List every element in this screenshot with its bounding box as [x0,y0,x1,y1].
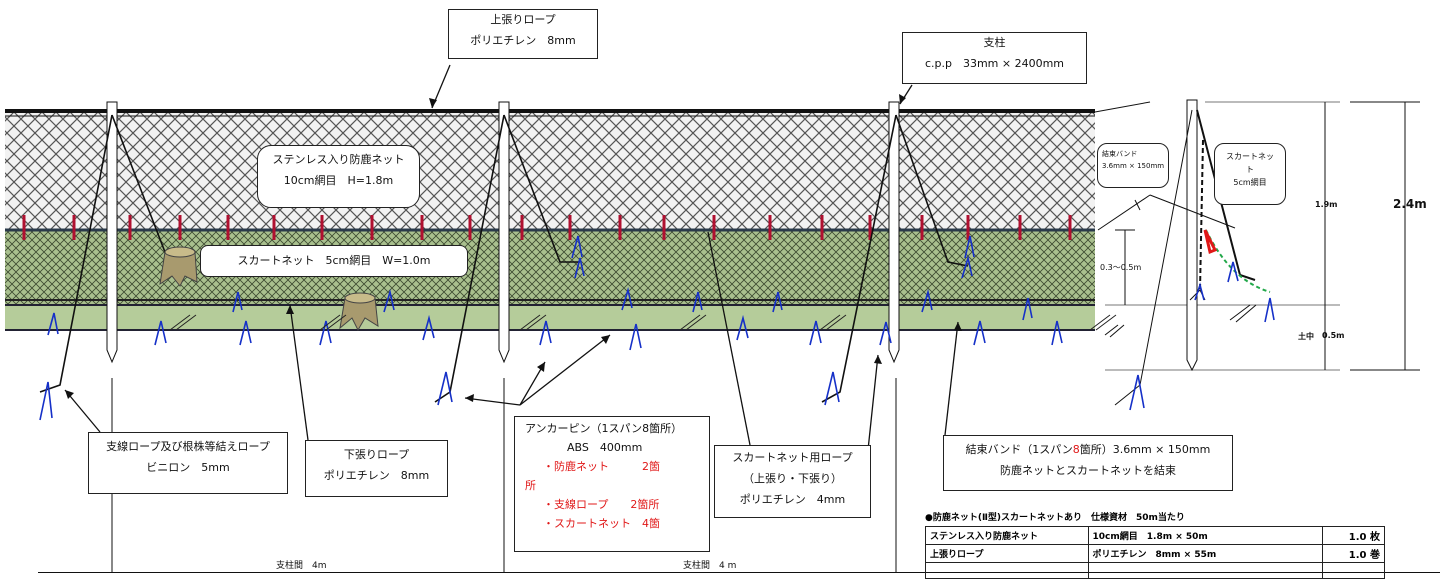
skirt-net-callout: スカートネット 5cm網目 W=1.0m [200,245,468,277]
band-title: 結束バンド（1スパン8箇所）3.6mm × 150mm [944,440,1232,461]
main-net-callout: ステンレス入り防鹿ネット 10cm網目 H=1.8m [257,145,420,208]
detail-band-box: 結束バンド 3.6mm × 150mm [1097,143,1169,188]
main-net [5,112,1095,230]
detail-skirt-title-cont: ト [1246,165,1254,174]
dim-2-4m: 2.4m [1393,197,1427,211]
span-label-2: 支柱間 4 m [683,561,737,571]
spec-size: ポリエチレン 8mm × 55m [1087,544,1323,563]
band-callout: 結束バンド（1スパン8箇所）3.6mm × 150mm 防鹿ネットとスカートネッ… [943,435,1233,491]
top-rope-callout: 上張りロープ ポリエチレン 8mm [448,9,598,59]
main-net-title: ステンレス入り防鹿ネット [272,153,405,166]
post-callout: 支柱 c.p.p 33mm × 2400mm [902,32,1087,84]
dim-1-9m: 1.9m [1315,200,1338,209]
cross-section [1094,99,1420,406]
anchor-pin-size: ABS 400mm [567,441,643,454]
dim-0-3-0-5m: 0.3～0.5m [1100,263,1142,272]
guy-rope-callout: 支線ロープ及び根株等結えロープ ビニロン 5mm [88,432,288,494]
post-spec: c.p.p 33mm × 2400mm [924,56,1065,70]
bottom-rope-title: 下張りロープ [343,448,410,461]
band-title-a: 結束バンド（1スパン [965,443,1073,456]
post-title: 支柱 [983,36,1006,49]
anchor-pin-callout: アンカーピン（1スパン8箇所） ABS 400mm ・防鹿ネット 2箇 所 ・支… [514,416,710,552]
table-row [925,562,1386,579]
spec-item: 上張りロープ [925,544,1089,563]
band-title-count: 8 [1072,443,1080,456]
spec-size: 10cm網目 1.8m × 50m [1087,526,1323,545]
dim-0-5m: 0.5m [1322,331,1345,340]
bottom-rope-spec: ポリエチレン 8mm [323,468,430,482]
detail-band-title: 結束バンド [1102,150,1138,158]
spec-size [1087,562,1323,579]
cable-ties [22,215,1072,240]
spec-qty [1321,562,1386,579]
anchor-pin-item-net-cont: 所 [525,479,536,492]
skirt-net-title: スカートネット 5cm網目 W=1.0m [237,254,431,267]
guy-rope-title: 支線ロープ及び根株等結えロープ [106,440,270,453]
bottom-rope-callout: 下張りロープ ポリエチレン 8mm [305,440,448,497]
anchor-pin-item-net: ・防鹿ネット 2箇 [543,460,660,473]
skirt-rope-title: スカートネット用ロープ [732,451,853,464]
spec-item: ステンレス入り防鹿ネット [925,526,1089,545]
detail-band-size: 3.6mm × 150mm [1102,162,1165,170]
detail-skirt-mesh: 5cm網目 [1233,178,1267,187]
top-rope-spec: ポリエチレン 8mm [470,33,576,47]
band-title-c: 箇所）3.6mm × 150mm [1079,443,1211,456]
skirt-rope-sub: （上張り・下張り） [743,471,842,485]
spec-table: ステンレス入り防鹿ネット 10cm網目 1.8m × 50m 1.0 枚 上張り… [925,526,1386,579]
guy-rope-spec: ビニロン 5mm [146,460,230,474]
posts [106,101,900,364]
main-net-spec: 10cm網目 H=1.8m [283,173,394,187]
table-row: ステンレス入り防鹿ネット 10cm網目 1.8m × 50m 1.0 枚 [925,526,1386,545]
top-rope-title: 上張りロープ [490,13,556,26]
span-label-1: 支柱間 4m [276,561,327,571]
spec-qty: 1.0 枚 [1321,526,1386,545]
anchor-pins [39,235,1063,421]
spec-qty: 1.0 巻 [1321,544,1386,563]
detail-skirt-box: スカートネッ ト 5cm網目 [1214,143,1286,205]
skirt-rope-callout: スカートネット用ロープ （上張り・下張り） ポリエチレン 4mm [714,445,871,518]
spec-table-block: ●防鹿ネット(Ⅱ型)スカートネットあり 仕様資材 50m当たり ステンレス入り防… [925,510,1386,579]
band-desc: 防鹿ネットとスカートネットを結束 [1000,463,1176,477]
skirt-rope-spec: ポリエチレン 4mm [739,492,846,506]
table-row: 上張りロープ ポリエチレン 8mm × 55m 1.0 巻 [925,544,1386,563]
detail-skirt-title: スカートネッ [1226,152,1274,161]
spec-item [925,562,1089,579]
dim-underground: 土中 [1298,332,1314,341]
anchor-pin-item-skirt: ・スカートネット 4箇 [543,517,660,530]
anchor-pin-item-guy: ・支線ロープ 2箇所 [543,498,660,511]
stumps [159,246,379,332]
spec-title: ●防鹿ネット(Ⅱ型)スカートネットあり 仕様資材 50m当たり [925,513,1185,523]
anchor-pin-title: アンカーピン（1スパン8箇所） [525,422,683,435]
